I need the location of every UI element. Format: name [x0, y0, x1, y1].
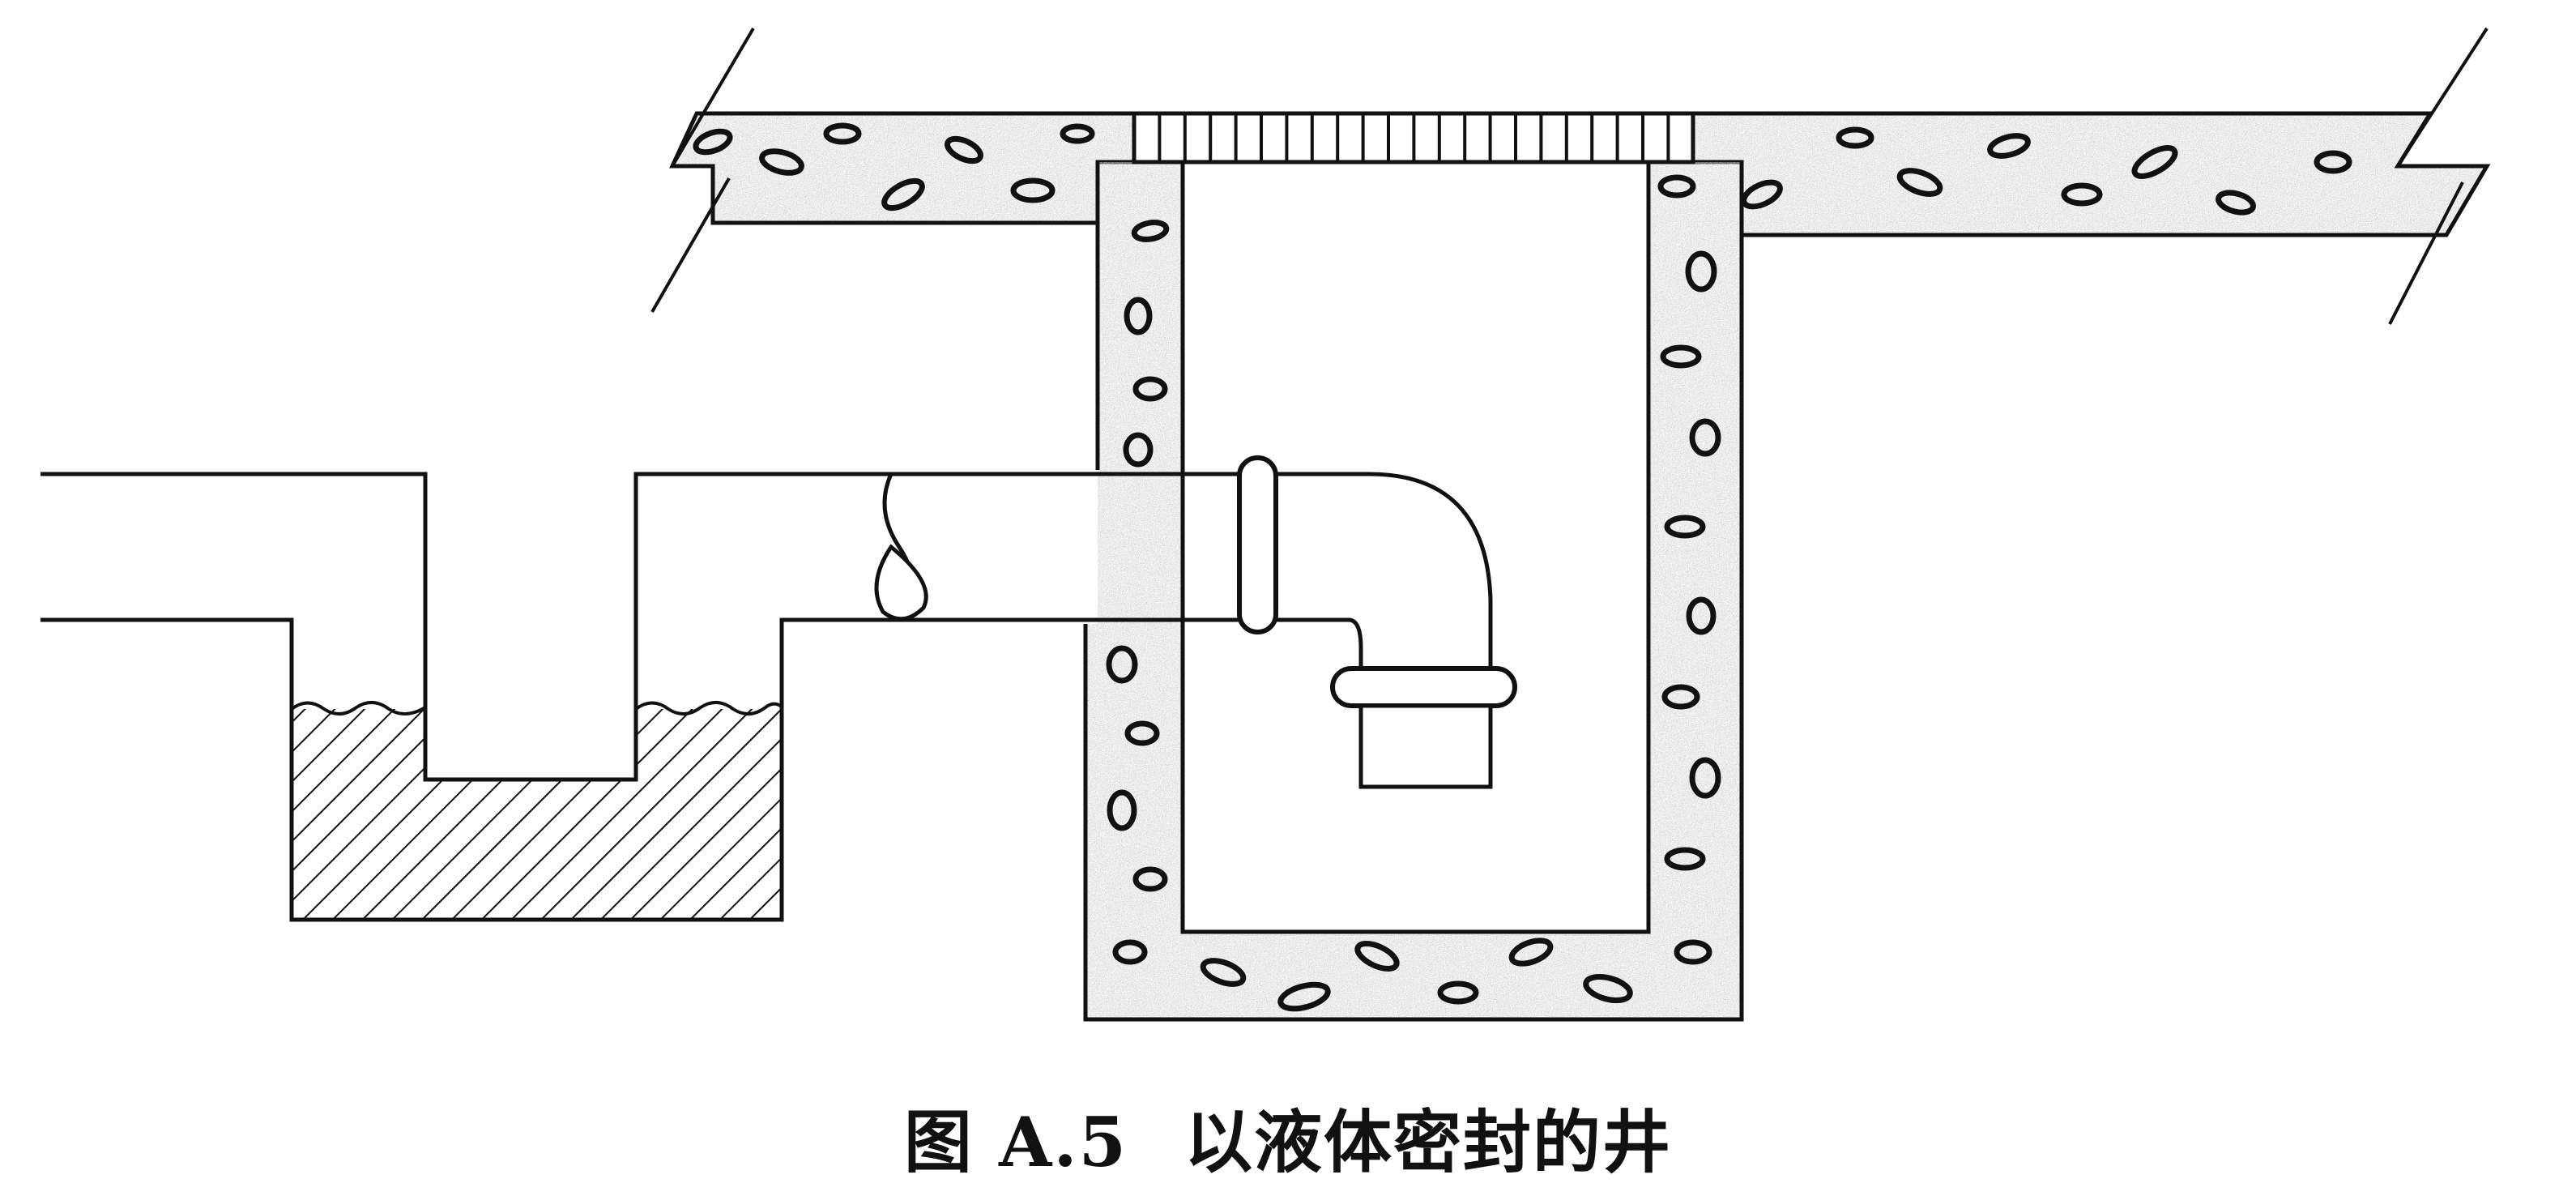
concrete-slab-left	[650, 27, 1137, 313]
well-walls	[1083, 162, 1744, 1022]
figure-number: 图 A.5	[903, 1102, 1128, 1182]
well-grating	[1132, 111, 1695, 164]
concrete-aggregate	[693, 122, 2352, 1012]
inlet-pipe	[874, 455, 1517, 789]
figure-caption: 图 A.5 以液体密封的井	[0, 1098, 2576, 1187]
concrete-slab-right	[1691, 27, 2491, 325]
figure-title: 以液体密封的井	[1184, 1102, 1673, 1182]
liquid-seal-trench	[41, 472, 1256, 922]
